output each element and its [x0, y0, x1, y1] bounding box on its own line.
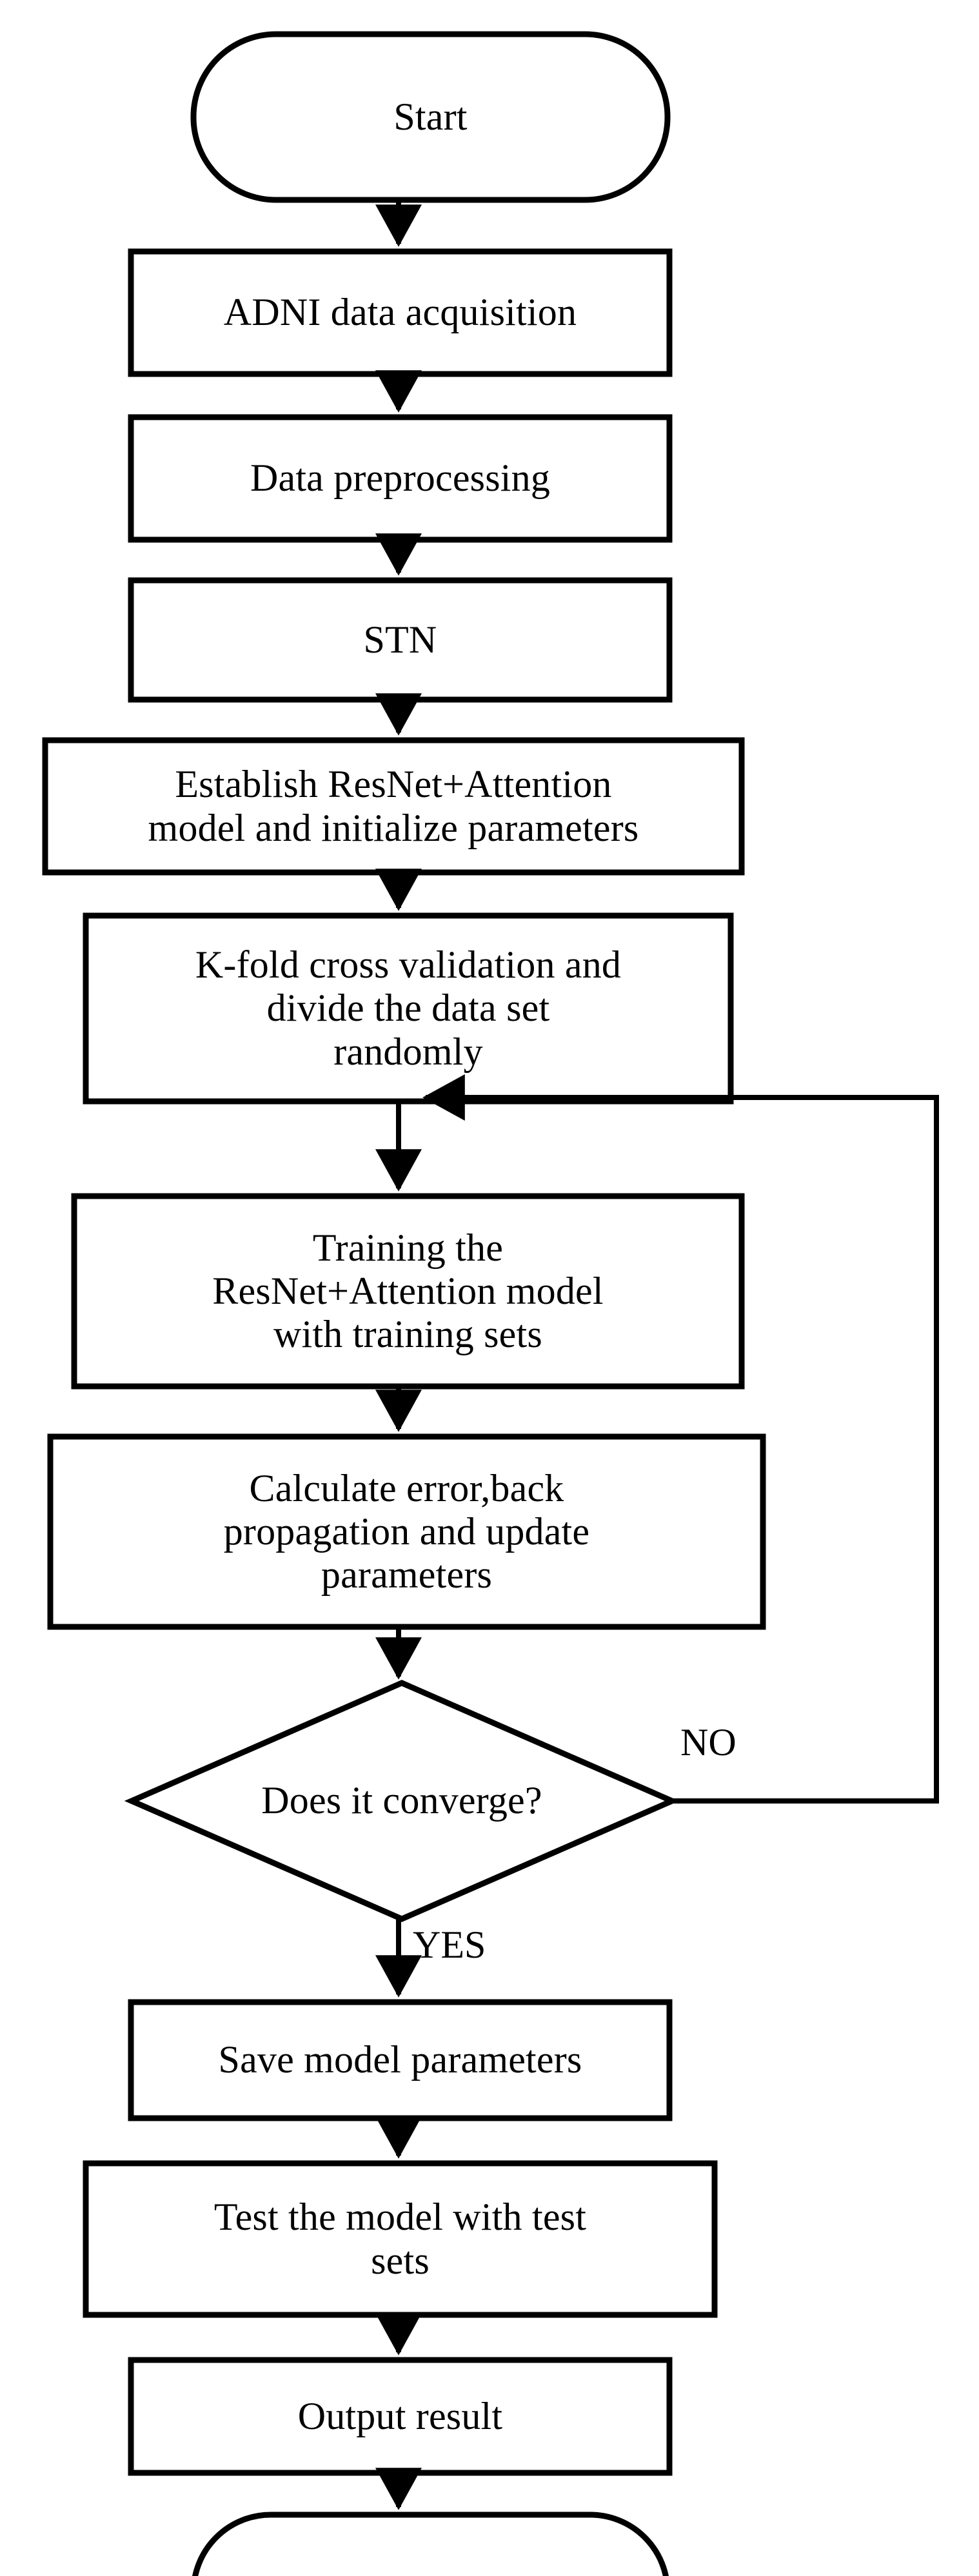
node-calculate-error-shape[interactable]: [47, 1433, 766, 1630]
edge-decision-no-loop: [422, 1074, 939, 1804]
node-start-shape[interactable]: [190, 31, 671, 203]
node-end-shape[interactable]: [192, 2512, 669, 2576]
node-adni-data-acquisition-shape[interactable]: [128, 248, 673, 377]
node-stn-shape[interactable]: [128, 577, 673, 703]
node-test-the-model-shape[interactable]: [83, 2160, 718, 2318]
node-output-result-shape[interactable]: [128, 2357, 673, 2476]
edge-label-yes: YES: [413, 1923, 486, 1966]
node-training-model-shape[interactable]: [71, 1193, 745, 1390]
node-data-preprocessing-shape[interactable]: [128, 414, 673, 543]
node-does-it-converge-shape[interactable]: [124, 1680, 680, 1922]
node-save-model-parameters-shape[interactable]: [128, 1999, 673, 2121]
node-k-fold-cross-validation-shape[interactable]: [83, 912, 734, 1105]
edge-label-no: NO: [680, 1721, 737, 1764]
node-establish-model-shape[interactable]: [42, 737, 745, 876]
